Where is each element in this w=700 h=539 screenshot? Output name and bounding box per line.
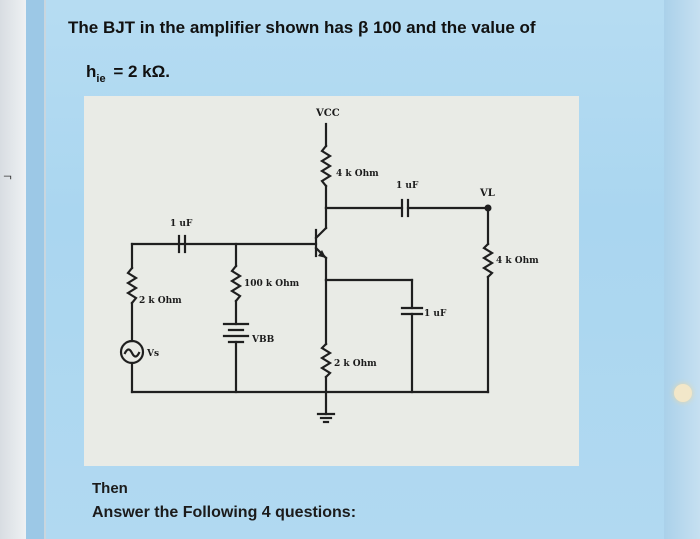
load-resistor-label: 4 k Ohm: [496, 256, 539, 266]
source-resistor-label: 2 k Ohm: [139, 296, 182, 306]
base-resistor-zigzag: [229, 264, 243, 303]
light-reflection: [674, 384, 692, 402]
vbb-label: VBB: [251, 335, 275, 345]
circuit-diagram: VCC 4 k Ohm 1 uF VL 4 k Ohm 1 uF 100 k O…: [84, 96, 579, 466]
collector-resistor-label: 4 k Ohm: [336, 169, 379, 179]
bypass-cap-label: 1 uF: [424, 309, 447, 319]
emitter-resistor-zigzag: [319, 342, 333, 379]
instruction-text: Answer the Following 4 questions:: [92, 504, 357, 521]
vl-label: VL: [479, 188, 495, 199]
left-edge-strip: ᆨ: [0, 0, 26, 539]
emitter-resistor-label: 2 k Ohm: [334, 359, 377, 369]
vs-sine: [123, 348, 141, 358]
question-text: The BJT in the amplifier shown has β 100…: [68, 18, 536, 37]
collector-resistor-zigzag: [319, 144, 333, 188]
vl-terminal: [484, 204, 492, 212]
transistor-collector-diag: [314, 226, 328, 240]
vcc-label: VCC: [315, 108, 340, 119]
edge-glyph: ᆨ: [2, 167, 14, 181]
emitter-arrow: [318, 250, 326, 258]
base-resistor-label: 100 k Ohm: [244, 279, 300, 289]
input-cap-label: 1 uF: [170, 219, 193, 229]
circuit-schematic: VCC 4 k Ohm 1 uF VL 4 k Ohm 1 uF 100 k O…: [119, 108, 539, 424]
vs-label: Vs: [146, 349, 159, 359]
then-label: Then: [92, 480, 128, 497]
source-resistor-zigzag: [125, 266, 139, 305]
hie-value: = 2 kΩ.: [113, 62, 170, 81]
hie-subscript: ie: [96, 73, 106, 85]
load-resistor-zigzag: [481, 242, 495, 279]
output-cap-label: 1 uF: [396, 181, 419, 191]
hie-symbol: h: [86, 62, 97, 81]
right-edge-strip: [660, 0, 700, 539]
given-hie: hie = 2 kΩ.: [86, 62, 170, 85]
